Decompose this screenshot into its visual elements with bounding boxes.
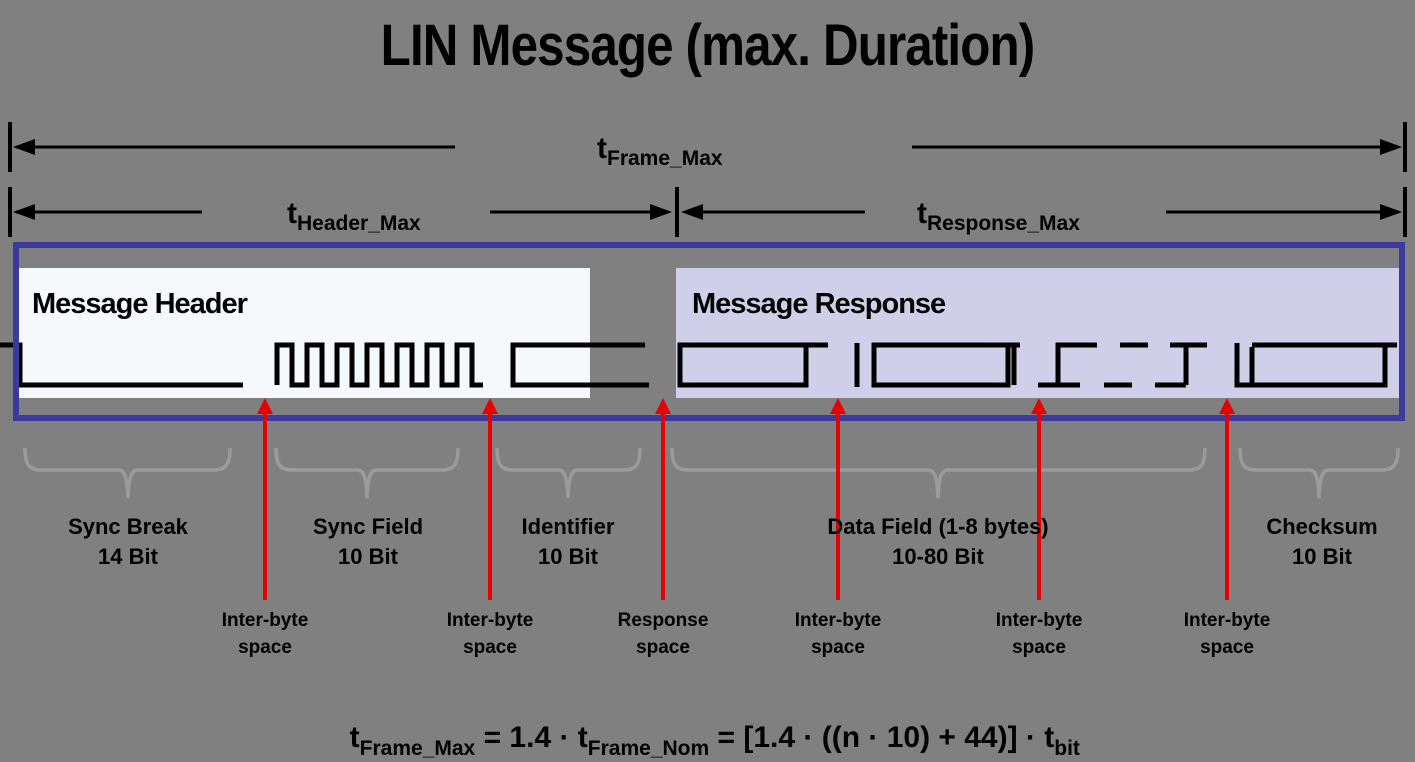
brace-sync-break — [23, 447, 232, 499]
space-pointer-arrows — [257, 398, 1235, 600]
section-label-data-field: Data Field (1-8 bytes)10-80 Bit — [827, 514, 1049, 569]
section-braces — [23, 447, 1400, 499]
frame-max-dimension — [8, 122, 1407, 172]
message-response-label: Message Response — [692, 288, 946, 320]
page-title: LIN Message (max. Duration) — [380, 13, 1036, 78]
header-waveform — [0, 342, 649, 388]
t-frame-max-label: tFrame_Max — [597, 132, 723, 170]
brace-sync-field — [274, 447, 460, 499]
brace-checksum — [1238, 447, 1400, 499]
t-header-max-label: tHeader_Max — [287, 197, 421, 235]
frame-border — [13, 242, 1405, 421]
response-waveform — [677, 342, 1397, 388]
t-response-max-label: tResponse_Max — [917, 197, 1080, 235]
header-response-dimension — [8, 187, 1407, 237]
message-response-area — [676, 268, 1399, 398]
message-header-label: Message Header — [32, 288, 248, 320]
brace-identifier — [495, 447, 642, 499]
frame-max-formula: tFrame_Max = 1.4 · tFrame_Nom = [1.4 · (… — [349, 721, 1080, 760]
brace-data-field — [670, 447, 1207, 499]
